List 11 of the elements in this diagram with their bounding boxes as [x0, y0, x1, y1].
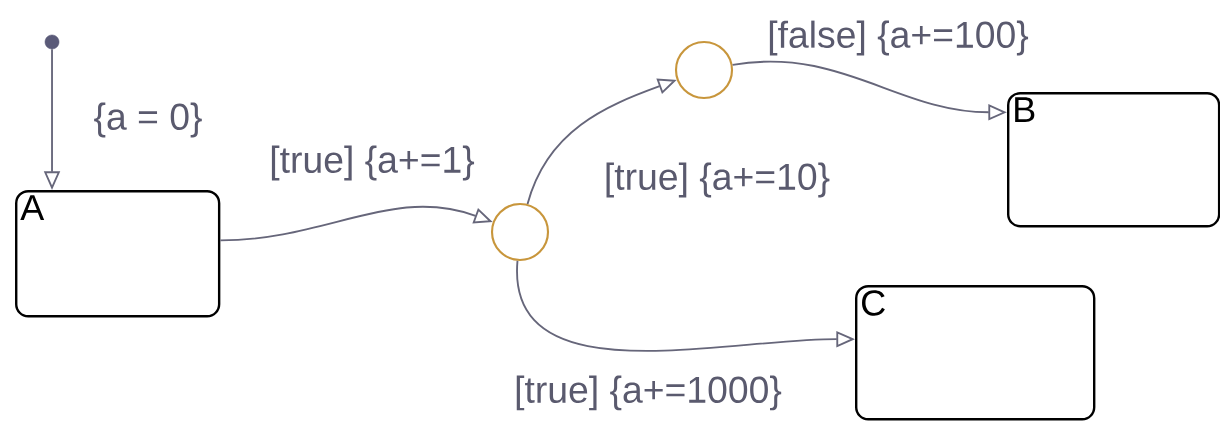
- transition-label: [true] {a+=10}: [602, 161, 832, 199]
- state-box: B: [1007, 92, 1220, 228]
- default-transition-dot: [44, 34, 60, 50]
- junction-circle: [674, 40, 734, 100]
- transition-label: [true] {a+=1000}: [512, 374, 784, 412]
- transition-label: {a = 0}: [92, 101, 204, 139]
- transition-label: [false] {a+=100}: [765, 19, 1031, 57]
- state-box: A: [15, 190, 221, 318]
- state-box: C: [855, 285, 1096, 421]
- transition-label: [true] {a+=1}: [267, 144, 477, 182]
- junction-circle: [490, 202, 550, 262]
